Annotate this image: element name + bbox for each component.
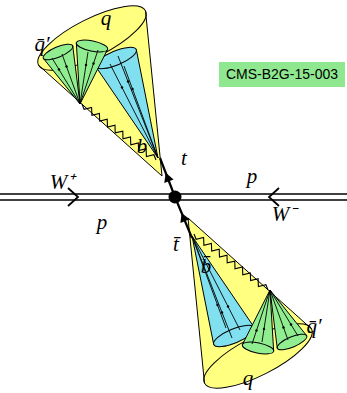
b-jet-edge: [136, 49, 158, 158]
antitop-fat-jet-edge: [188, 218, 312, 329]
track-mark: [282, 326, 284, 328]
quark-label: q: [243, 368, 254, 389]
tag-text: CMS-B2G-15-003: [226, 67, 338, 82]
top-fat-jet: [30, 0, 162, 176]
track-mark: [221, 311, 223, 313]
light-jet-edge: [43, 58, 80, 104]
bbar-jet: [192, 236, 257, 351]
particle-track: [80, 52, 88, 104]
interaction-vertex: [169, 191, 182, 204]
b-jet: [93, 43, 158, 158]
quark-label: b̄: [201, 256, 212, 277]
light-jet-edge: [242, 290, 270, 345]
quark-label: b: [137, 136, 148, 157]
boson-label: W⁻: [272, 204, 297, 225]
light-jet-edge: [270, 290, 307, 336]
particle-track: [192, 236, 226, 328]
track-mark: [58, 68, 60, 70]
track-mark: [127, 80, 129, 82]
antitop-fat-jet: [188, 218, 320, 393]
track-mark: [121, 86, 123, 88]
quark-label: q̄′: [306, 316, 321, 337]
particle-track: [262, 290, 270, 342]
quark-label: q̄′: [34, 34, 49, 55]
w-boson-line: [82, 104, 156, 160]
antitop-quark-line: [175, 197, 192, 238]
light-jet-edge: [80, 49, 108, 104]
proton-label: p: [247, 166, 258, 187]
light-jet-rim: [275, 331, 308, 353]
light-jet: [241, 290, 274, 356]
quark-label: t: [181, 148, 187, 169]
antitop-quark-line-arrow: [180, 213, 189, 223]
particle-track: [62, 54, 80, 104]
track-mark: [216, 304, 218, 306]
light-jet-rim: [75, 38, 108, 55]
b-jet-edge: [96, 67, 158, 158]
track-mark: [65, 65, 67, 67]
jet-cones: [30, 0, 320, 393]
track-mark: [263, 328, 265, 330]
top-quark-line-arrow: [164, 173, 173, 183]
particle-track: [80, 50, 98, 104]
proton-label: p: [97, 212, 108, 233]
track-mark: [255, 329, 257, 331]
quark-label: q: [101, 8, 112, 29]
boson-label: W⁺: [50, 172, 75, 193]
track-mark: [227, 305, 229, 307]
w-boson-line: [194, 234, 268, 290]
track-mark: [92, 62, 94, 64]
track-mark: [85, 64, 87, 66]
track-mark: [131, 88, 133, 90]
light-jet-rim: [241, 340, 274, 357]
particle-track: [270, 290, 288, 340]
reference-tag: CMS-B2G-15-003: [219, 62, 345, 87]
bbar-jet-edge: [192, 236, 254, 327]
light-jet: [75, 38, 108, 104]
particle-track: [124, 66, 158, 158]
quark-label: t̄: [173, 234, 179, 255]
particle-track: [252, 290, 270, 344]
particle-track: [118, 56, 158, 158]
light-jet: [270, 290, 309, 353]
track-mark: [290, 323, 292, 325]
